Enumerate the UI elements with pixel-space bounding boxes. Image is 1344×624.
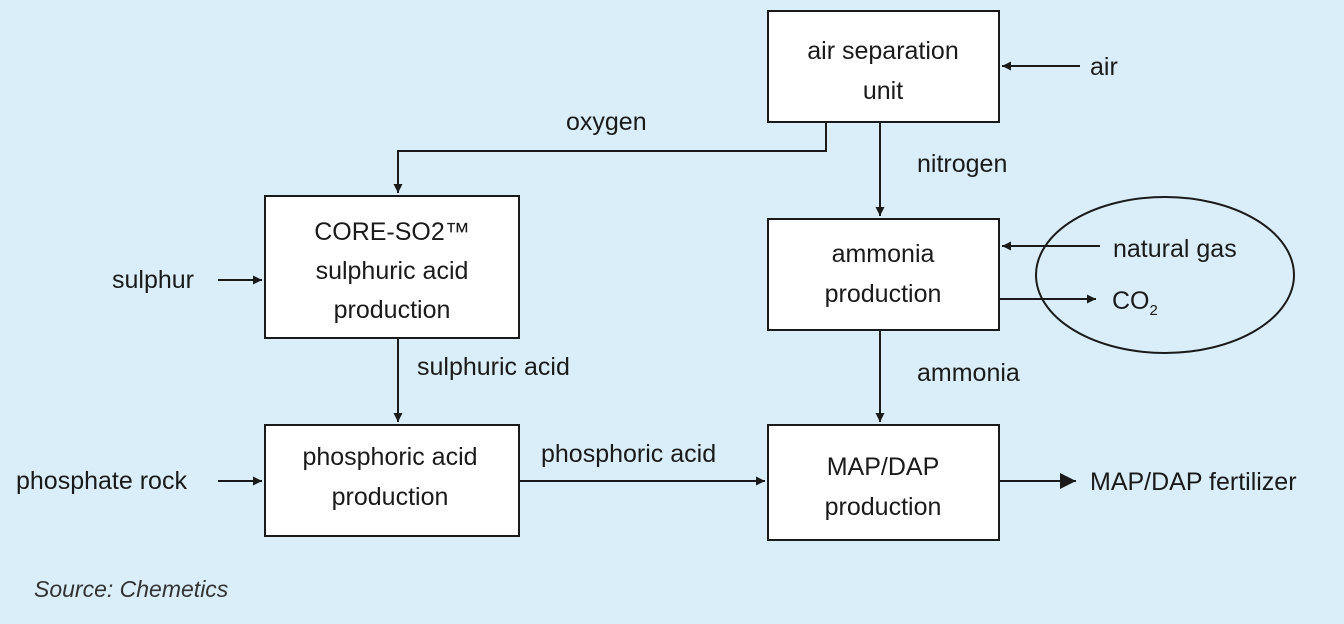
air-separation-label-line2: unit (863, 77, 903, 105)
co2-label-main: CO (1112, 287, 1150, 315)
co2-label: CO2 (1112, 287, 1158, 319)
phosphoric-acid-label-line1: phosphoric acid (302, 443, 477, 471)
ammonia-production-label-line2: production (825, 280, 942, 308)
phosphoric-acid-box (264, 424, 520, 537)
air-label: air (1090, 53, 1118, 81)
nitrogen-label: nitrogen (917, 150, 1007, 178)
fertilizer-label: MAP/DAP fertilizer (1090, 468, 1297, 496)
sulphuric-acid-flow-label: sulphuric acid (417, 353, 570, 381)
sulphuric-acid-label-line2: sulphuric acid (316, 257, 469, 285)
ammonia-production-box (767, 218, 1000, 331)
sulphuric-acid-box (264, 195, 520, 339)
air-separation-label-line1: air separation (807, 37, 958, 65)
natural-gas-label: natural gas (1113, 235, 1237, 263)
air-separation-box (767, 10, 1000, 123)
source-caption: Source: Chemetics (34, 576, 229, 602)
sulphur-label: sulphur (112, 266, 194, 294)
ammonia-production-label-line1: ammonia (832, 240, 935, 268)
map-dap-label-line2: production (825, 493, 942, 521)
co2-label-subscript: 2 (1150, 302, 1158, 319)
map-dap-box (767, 424, 1000, 541)
phosphoric-acid-flow-label: phosphoric acid (541, 440, 716, 468)
oxygen-arrow (393, 122, 827, 193)
sulphuric-acid-label-line1: CORE-SO2™ (314, 218, 470, 246)
sulphuric-acid-label-line3: production (334, 296, 451, 324)
phosphate-rock-label: phosphate rock (16, 467, 187, 495)
oxygen-label: oxygen (566, 108, 647, 136)
ammonia-flow-label: ammonia (917, 359, 1020, 387)
map-dap-label-line1: MAP/DAP (827, 453, 940, 481)
natural-gas-ellipse (1035, 196, 1295, 354)
phosphoric-acid-label-line2: production (332, 483, 449, 511)
